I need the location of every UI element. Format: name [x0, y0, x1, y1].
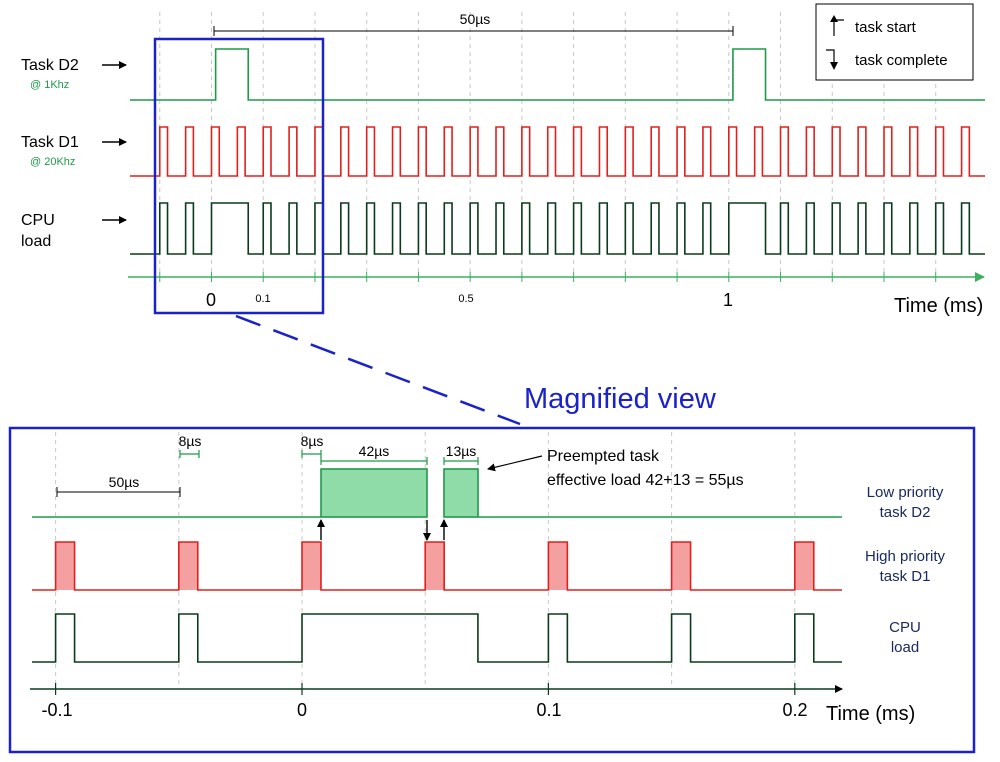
dim-second-chunk [443, 457, 479, 465]
overview-tick-0: 0 [206, 290, 216, 310]
dim-d1-duration [179, 450, 200, 458]
zoom-selection-frame [153, 37, 325, 315]
legend-start-label: task start [855, 19, 917, 36]
magnified-axis-ticks [54, 683, 796, 695]
d1-rate-label: @ 20Khz [30, 156, 75, 168]
cpu-task-label: CPU [21, 212, 55, 229]
dim-latency-label: 8µs [301, 433, 324, 449]
overview-tick-0-5: 0.5 [458, 293, 473, 305]
d2-task-label: Task D2 [21, 57, 79, 74]
cpu-waveform [130, 202, 985, 255]
row-label-cpu-line1: CPU [889, 619, 921, 636]
magnified-axis-title: Time (ms) [826, 703, 915, 725]
overview-axis-title: Time (ms) [894, 295, 983, 317]
dim-period [56, 487, 181, 497]
d2-rate-label: @ 1Khz [30, 79, 69, 91]
d1-pulse-fills [55, 542, 814, 590]
d2-waveform [130, 48, 985, 101]
note-pointer-arrow [487, 455, 543, 472]
d2-task-chunk-2 [443, 468, 479, 518]
row-label-d2-line2: task D2 [880, 504, 931, 521]
d1-pulse [794, 542, 814, 590]
dim-second-chunk-label: 13µs [446, 443, 477, 459]
magnified-title: Magnified view [524, 383, 717, 415]
d1-pulse [178, 542, 198, 590]
magnified-tick-neg-0-1: -0.1 [41, 700, 72, 720]
d1-waveform [130, 126, 985, 177]
dim-d1-duration-label: 8µs [179, 433, 202, 449]
magnified-frame [8, 426, 976, 754]
task-complete-arrowhead [830, 62, 838, 70]
magnified-tick-0-2: 0.2 [782, 700, 807, 720]
row-label-d1-line1: High priority [865, 548, 946, 565]
dim-period-label: 50µs [109, 474, 140, 490]
d1-pulse [425, 542, 445, 590]
note-line-2: effective load 42+13 = 55µs [547, 472, 744, 489]
zoom-connector [235, 314, 521, 426]
d1-pulse [548, 542, 568, 590]
legend-complete-label: task complete [855, 52, 948, 69]
d1-task-label: Task D1 [21, 134, 79, 151]
magnified-tick-0: 0 [297, 700, 307, 720]
d2-task-chunk-1 [320, 468, 428, 518]
legend: task start task complete [815, 3, 974, 81]
overview-tick-0-1: 0.1 [255, 293, 270, 305]
overview-tick-1: 1 [723, 290, 733, 310]
cpu-magnified-waveform [32, 613, 842, 663]
period-label: 50µs [460, 11, 491, 27]
d1-pulse [55, 542, 75, 590]
row-label-cpu-line2: load [891, 639, 919, 656]
cpu-load-label: load [21, 233, 51, 250]
dim-first-chunk [320, 457, 428, 465]
task-complete-icon [826, 49, 835, 64]
overview-axis-ticks [159, 272, 937, 282]
d1-pulse [671, 542, 691, 590]
row-label-d1-line2: task D1 [880, 568, 931, 585]
d1-magnified-waveform [32, 541, 842, 591]
d1-pulse [302, 542, 321, 590]
magnified-tick-0-1: 0.1 [536, 700, 561, 720]
dim-first-chunk-label: 42µs [359, 443, 390, 459]
task-start-arrowhead [830, 15, 838, 22]
note-line-1: Preempted task [547, 448, 660, 465]
dim-latency [301, 450, 322, 458]
legend-box [815, 3, 974, 81]
row-label-d2-line1: Low priority [867, 484, 944, 501]
